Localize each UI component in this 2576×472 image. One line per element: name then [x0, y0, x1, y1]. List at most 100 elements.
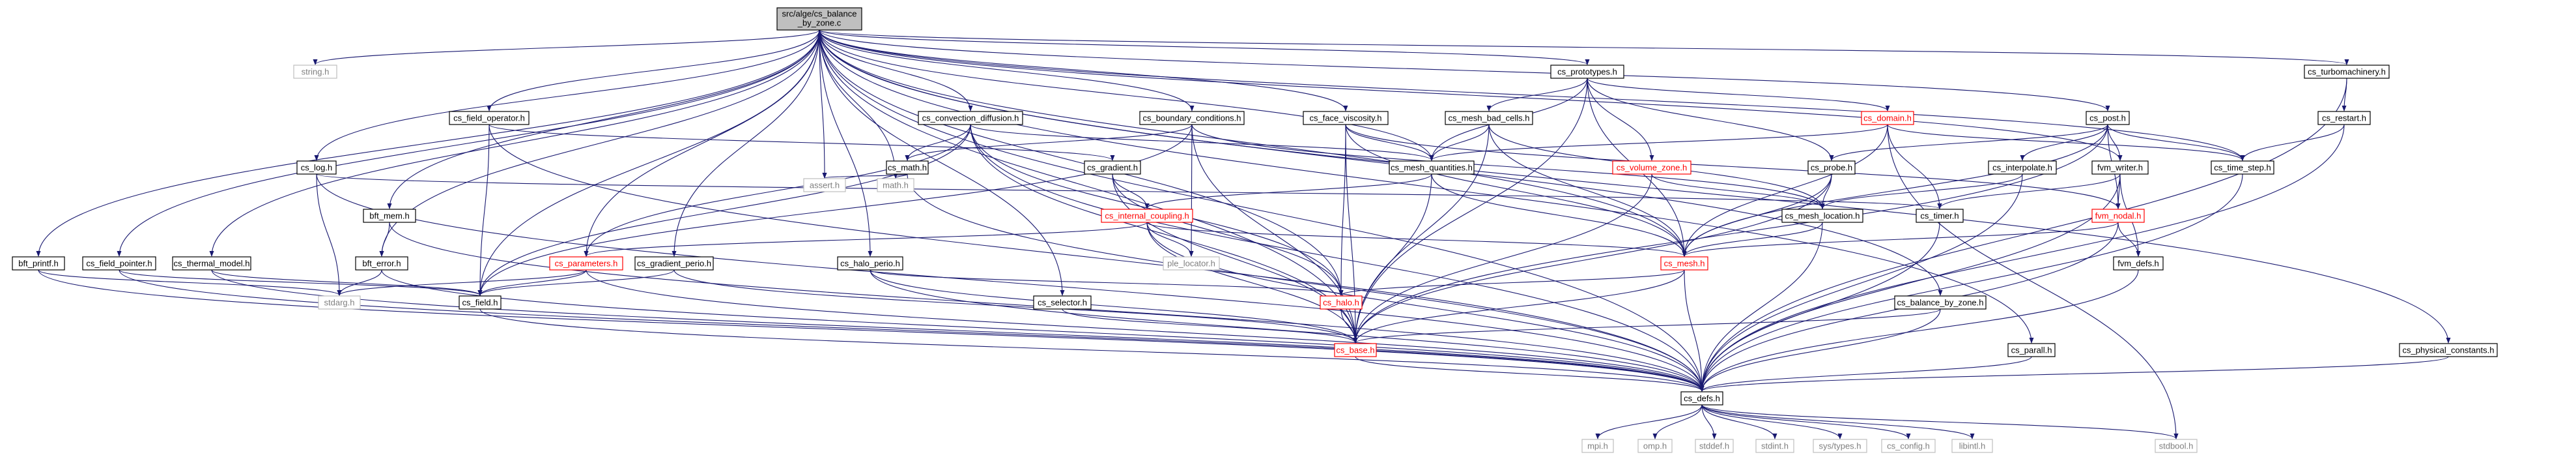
node-cs_log[interactable]: cs_log.h: [296, 160, 337, 175]
node-cs_mesh_quantities[interactable]: cs_mesh_quantities.h: [1389, 160, 1475, 175]
node-box: [776, 7, 862, 31]
node-cs_field_pointer[interactable]: cs_field_pointer.h: [82, 256, 156, 271]
node-box: [1861, 111, 1914, 125]
edge-cs_parameters-to-cs_field: [477, 269, 587, 296]
node-fvm_writer[interactable]: fvm_writer.h: [2091, 160, 2149, 175]
node-cs_parameters[interactable]: cs_parameters.h: [549, 256, 623, 271]
node-cs_mesh[interactable]: cs_mesh.h: [1660, 256, 1708, 271]
edge-cs_defs-to-libintl: [1701, 404, 1975, 439]
node-label: cs_gradient_perio.h: [637, 258, 711, 268]
node-label: sys/types.h: [1819, 441, 1861, 450]
node-label: cs_parall.h: [2011, 345, 2052, 355]
node-math: math.h: [877, 178, 914, 192]
node-label: fvm_nodal.h: [2095, 211, 2142, 220]
edge-cs_prototypes-to-cs_volume_zone: [1587, 78, 1654, 161]
node-box: [1612, 160, 1691, 175]
node-cs_timer[interactable]: cs_timer.h: [1916, 209, 1964, 223]
edge-cs_gradient-to-cs_halo: [1112, 173, 1344, 296]
node-cs_turbomachinery[interactable]: cs_turbomachinery.h: [2304, 65, 2390, 79]
node-cs_base[interactable]: cs_base.h: [1334, 343, 1377, 357]
node-cs_halo[interactable]: cs_halo.h: [1320, 295, 1363, 310]
node-cs_gradient[interactable]: cs_gradient.h: [1084, 160, 1141, 175]
node-fvm_nodal[interactable]: fvm_nodal.h: [2091, 209, 2145, 223]
node-label: cs_boundary_conditions.h: [1142, 113, 1241, 123]
node-bft_printf[interactable]: bft_printf.h: [12, 256, 65, 271]
edge-root-to-cs_physical_constants: [819, 29, 2451, 344]
node-box: [1389, 160, 1475, 175]
node-label: src/alge/cs_balance: [782, 8, 857, 18]
edge-cs_face_viscosity-to-fvm_nodal: [1345, 124, 2121, 209]
node-cs_field_operator[interactable]: cs_field_operator.h: [449, 111, 530, 125]
node-assert: assert.h: [803, 178, 846, 192]
node-cs_volume_zone[interactable]: cs_volume_zone.h: [1612, 160, 1691, 175]
node-box: [634, 256, 714, 271]
edge-cs_math-to-assert: [822, 172, 908, 179]
node-cs_domain[interactable]: cs_domain.h: [1861, 111, 1914, 125]
node-label: cs_halo_perio.h: [840, 258, 900, 268]
edge-cs_defs-to-stdint: [1701, 404, 1777, 439]
node-cs_gradient_perio[interactable]: cs_gradient_perio.h: [634, 256, 714, 271]
node-label: cs_field_operator.h: [453, 113, 525, 123]
node-label: cs_selector.h: [1038, 297, 1087, 307]
node-cs_interpolate[interactable]: cs_interpolate.h: [1988, 160, 2057, 175]
node-cs_internal_coupling[interactable]: cs_internal_coupling.h: [1101, 209, 1193, 223]
node-label: cs_config.h: [1887, 441, 1930, 450]
edge-cs_defs-to-cs_config: [1701, 404, 1911, 439]
node-box: [1660, 256, 1708, 271]
node-cs_defs[interactable]: cs_defs.h: [1680, 391, 1723, 406]
node-root-file[interactable]: src/alge/cs_balance_by_zone.c: [776, 7, 862, 31]
edge-cs_halo_perio-to-cs_base: [870, 269, 1358, 344]
node-label: cs_base.h: [1336, 345, 1374, 355]
node-cs_parall[interactable]: cs_parall.h: [2007, 343, 2056, 357]
node-cs_physical_constants[interactable]: cs_physical_constants.h: [2399, 343, 2498, 357]
edge-root-to-cs_defs: [819, 29, 1705, 392]
node-cs_convection_diffusion[interactable]: cs_convection_diffusion.h: [918, 111, 1023, 125]
edge-root-to-cs_halo_perio: [819, 29, 873, 257]
edge-root-to-cs_base: [819, 29, 1358, 344]
node-bft_mem[interactable]: bft_mem.h: [363, 209, 416, 223]
node-mpi: mpi.h: [1581, 439, 1614, 453]
edge-cs_post-to-cs_time_step: [2107, 124, 2245, 161]
node-box: [1894, 295, 1987, 310]
node-cs_prototypes[interactable]: cs_prototypes.h: [1550, 65, 1624, 79]
node-label: cs_halo.h: [1323, 297, 1359, 307]
node-cs_face_viscosity[interactable]: cs_face_viscosity.h: [1303, 111, 1389, 125]
node-box: [1033, 295, 1092, 310]
node-box: [1139, 111, 1245, 125]
node-box: [1637, 439, 1673, 453]
node-cs_selector[interactable]: cs_selector.h: [1033, 295, 1092, 310]
node-cs_balance_by_zone[interactable]: cs_balance_by_zone.h: [1894, 295, 1987, 310]
node-cs_mesh_location[interactable]: cs_mesh_location.h: [1781, 209, 1863, 223]
node-cs_probe[interactable]: cs_probe.h: [1807, 160, 1856, 175]
node-label: cs_field.h: [462, 297, 498, 307]
node-cs_field[interactable]: cs_field.h: [459, 295, 502, 310]
node-cs_boundary_conditions[interactable]: cs_boundary_conditions.h: [1139, 111, 1245, 125]
node-label: cs_post.h: [2089, 113, 2126, 123]
node-stdarg: stdarg.h: [318, 295, 361, 310]
edge-cs_field_pointer-to-cs_defs: [119, 269, 1705, 392]
node-cs_restart[interactable]: cs_restart.h: [2317, 111, 2371, 125]
edge-cs_post-to-cs_interpolate: [2020, 124, 2108, 161]
edge-cs_prototypes-to-cs_probe: [1587, 78, 1834, 161]
node-cs_time_step[interactable]: cs_time_step.h: [2211, 160, 2274, 175]
node-label: assert.h: [810, 180, 840, 190]
node-cs_math[interactable]: cs_math.h: [886, 160, 929, 175]
node-cs_mesh_bad_cells[interactable]: cs_mesh_bad_cells.h: [1445, 111, 1533, 125]
node-bft_error[interactable]: bft_error.h: [355, 256, 408, 271]
node-cs_post[interactable]: cs_post.h: [2086, 111, 2130, 125]
node-box: [1807, 160, 1856, 175]
node-cs_thermal_model[interactable]: cs_thermal_model.h: [172, 256, 251, 271]
edge-bft_error-to-cs_defs: [381, 269, 1705, 392]
edge-cs_halo_perio-to-cs_defs: [870, 269, 1705, 392]
node-label: cs_convection_diffusion.h: [922, 113, 1019, 123]
node-box: [1781, 209, 1863, 223]
node-box: [549, 256, 623, 271]
node-fvm_defs[interactable]: fvm_defs.h: [2113, 256, 2164, 271]
edge-cs_selector-to-cs_base: [1062, 308, 1358, 344]
node-box: [355, 256, 408, 271]
edge-cs_probe-to-cs_base: [1353, 173, 1832, 344]
edge-cs_parameters-to-cs_defs: [586, 269, 1705, 392]
node-cs_halo_perio[interactable]: cs_halo_perio.h: [837, 256, 903, 271]
edge-cs_face_viscosity-to-cs_mesh: [1345, 124, 1687, 257]
